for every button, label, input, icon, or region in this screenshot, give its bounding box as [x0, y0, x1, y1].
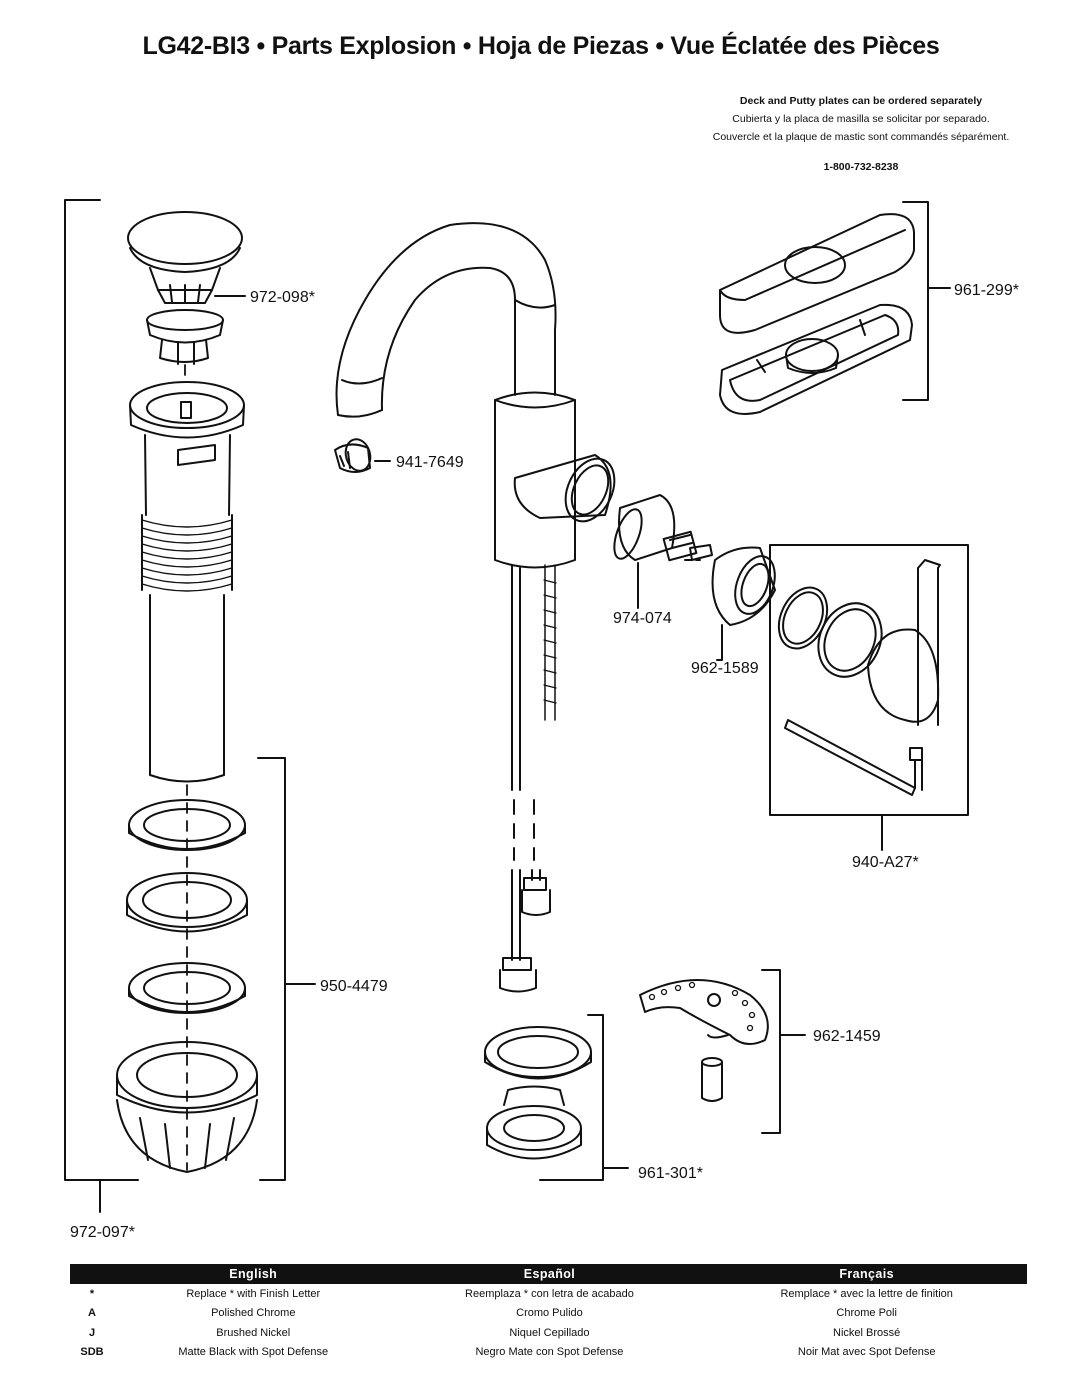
faucet-body — [335, 222, 616, 993]
drain-assembly — [64, 199, 316, 1213]
legend-french: Noir Mat avec Spot Defense — [797, 1346, 936, 1359]
legend-french: Chrome Poli — [836, 1307, 897, 1320]
legend-row: SDB Matte Black with Spot Defense Negro … — [70, 1343, 1027, 1363]
bonnet-nut — [711, 546, 776, 661]
legend-code: SDB — [80, 1346, 104, 1359]
page-title: LG42-BI3 • Parts Explosion • Hoja de Pie… — [142, 32, 940, 60]
legend-spanish: Negro Mate con Spot Defense — [475, 1346, 624, 1359]
note-line-english: Deck and Putty plates can be ordered sep… — [739, 95, 983, 107]
legend-english: Replace * with Finish Letter — [186, 1287, 321, 1300]
legend-code: * — [89, 1287, 95, 1300]
legend-french: Remplace * avec la lettre de finition — [780, 1287, 953, 1300]
label-961-301: 961-301* — [638, 1165, 703, 1182]
legend-row: A Polished Chrome Cromo Pulido Chrome Po… — [70, 1304, 1027, 1324]
label-962-1459: 962-1459 — [813, 1028, 881, 1045]
legend-french: Nickel Brossé — [833, 1326, 901, 1339]
legend-code: A — [88, 1307, 96, 1320]
cartridge — [613, 494, 713, 609]
legend-row: J Brushed Nickel Niquel Cepillado Nickel… — [70, 1323, 1027, 1343]
label-961-299: 961-299* — [954, 282, 1019, 299]
legend-code: J — [88, 1326, 96, 1339]
legend-spanish: Cromo Pulido — [516, 1307, 583, 1320]
legend-english: Polished Chrome — [211, 1307, 296, 1320]
legend-header-code — [70, 1264, 114, 1284]
note-line-french: Couvercle et la plaque de mastic sont co… — [712, 131, 1010, 143]
mounting-kit — [639, 969, 806, 1134]
label-950-4479: 950-4479 — [320, 978, 388, 995]
finish-legend-table: English Español Français * Replace * wit… — [70, 1264, 1027, 1362]
label-972-097: 972-097* — [70, 1224, 135, 1241]
legend-spanish: Reemplaza * con letra de acabado — [465, 1287, 634, 1300]
deck-plate — [719, 201, 951, 415]
label-941-7649: 941-7649 — [396, 454, 464, 471]
label-974-074: 974-074 — [613, 610, 672, 627]
drain-body — [129, 381, 245, 783]
legend-row: * Replace * with Finish Letter Reemplaza… — [70, 1284, 1027, 1304]
aerator — [334, 438, 391, 473]
label-972-098: 972-098* — [250, 289, 315, 306]
legend-spanish: Niquel Cepillado — [509, 1326, 590, 1339]
label-962-1589: 962-1589 — [691, 660, 759, 677]
legend-english: Brushed Nickel — [216, 1326, 291, 1339]
drain-washers — [126, 799, 248, 1014]
label-940-a27: 940-A27* — [852, 854, 919, 871]
parts-explosion-diagram: 972-098* 941-7649 961-299* 974-074 962-1… — [64, 199, 1019, 1241]
legend-header-french: Français — [706, 1264, 1027, 1284]
legend-header-spanish: Español — [392, 1264, 707, 1284]
legend-header-english: English — [114, 1264, 393, 1284]
legend-header-row: English Español Français — [70, 1264, 1027, 1284]
handle-assembly — [769, 544, 969, 851]
note-line-spanish: Cubierta y la placa de masilla se solici… — [732, 113, 990, 125]
legend-english: Matte Black with Spot Defense — [178, 1346, 329, 1359]
drain-stopper-cap — [127, 211, 243, 365]
base-gasket — [484, 1014, 629, 1181]
phone-number: 1-800-732-8238 — [823, 161, 899, 173]
